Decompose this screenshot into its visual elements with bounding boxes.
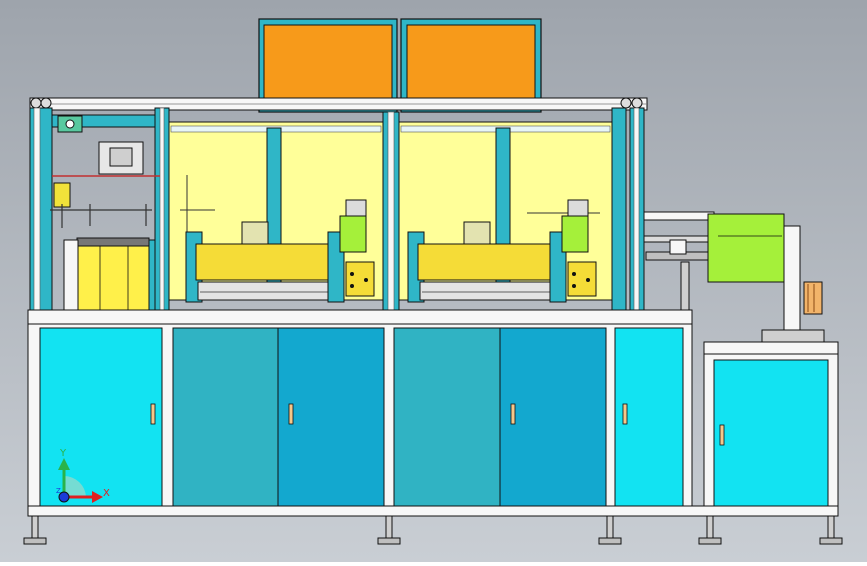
monitor-left xyxy=(258,18,398,113)
triad-z-label: Z xyxy=(56,487,61,495)
triad-y-label: Y xyxy=(59,448,67,459)
cabinet-door-3[interactable] xyxy=(277,327,385,507)
cabinet-door-1[interactable] xyxy=(39,327,163,507)
monitor-right xyxy=(400,18,542,113)
top-beam xyxy=(29,97,648,111)
frame-posts xyxy=(29,107,645,311)
station-left xyxy=(168,121,384,303)
table-top xyxy=(27,309,839,355)
right-conveyor-module xyxy=(643,211,825,343)
leveling-feet xyxy=(23,515,843,545)
z-axis-dot xyxy=(58,491,70,503)
cabinet-door-4[interactable] xyxy=(393,327,501,507)
triad-x-label: X xyxy=(103,488,110,499)
station-right xyxy=(398,121,613,303)
cabinet-door-7[interactable] xyxy=(713,359,829,507)
cabinet-door-5[interactable] xyxy=(499,327,607,507)
cabinet-door-6[interactable] xyxy=(614,327,684,507)
coordinate-triad: Y X Z xyxy=(56,448,110,503)
cabinet-door-2[interactable] xyxy=(172,327,279,507)
